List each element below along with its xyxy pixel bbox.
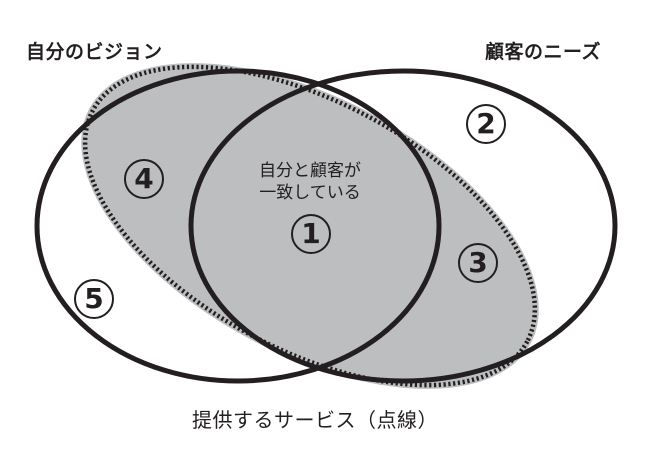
center-caption-line1: 自分と顧客が <box>259 161 361 181</box>
center-caption: 自分と顧客が 一致している <box>245 160 375 204</box>
vision-label: 自分のビジョン <box>26 41 163 63</box>
center-caption-line2: 一致している <box>259 183 361 203</box>
region-5-marker: 5 <box>74 279 114 319</box>
region-3-marker: 3 <box>458 243 498 283</box>
region-4-marker: 4 <box>124 159 164 199</box>
service-label: 提供するサービス（点線） <box>192 408 438 432</box>
region-2-marker: 2 <box>466 104 506 144</box>
needs-ellipse <box>188 68 618 384</box>
needs-label: 顧客のニーズ <box>485 41 602 63</box>
region-1-marker: 1 <box>291 214 331 254</box>
vision-ellipse <box>34 68 442 384</box>
